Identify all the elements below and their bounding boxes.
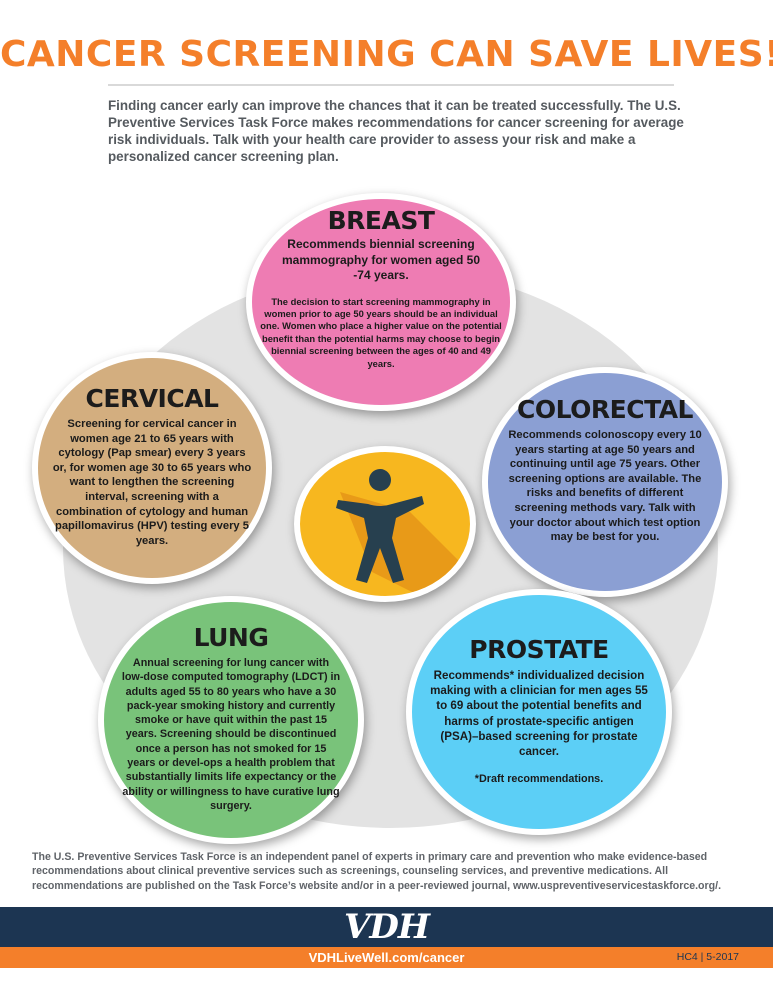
- cervical-recommendation: Screening for cervical cancer in women a…: [52, 418, 252, 547]
- footer-url-bar: [0, 947, 773, 968]
- prostate-recommendation: Recommends* individualized decision maki…: [430, 669, 648, 759]
- title-divider: [108, 84, 674, 86]
- footer-url-link[interactable]: VDHLiveWell.com/cancer: [308, 950, 465, 965]
- lung-circle: LUNG Annual screening for lung cancer wi…: [98, 596, 364, 844]
- lung-recommendation: Annual screening for lung cancer with lo…: [121, 657, 341, 812]
- prostate-circle: PROSTATE Recommends* individualized deci…: [406, 589, 672, 835]
- breast-detail: The decision to start screening mammogra…: [260, 295, 502, 369]
- person-figure-icon: [336, 469, 470, 596]
- prostate-draft-note: *Draft recommendations.: [474, 773, 604, 786]
- colorectal-recommendation: Recommends colonoscopy every 10 years st…: [508, 429, 702, 544]
- vdh-logo: VDH: [344, 907, 430, 947]
- lung-heading: LUNG: [193, 623, 269, 652]
- breast-recommendation: Recommends biennial screening mammograph…: [281, 237, 481, 282]
- cervical-circle: CERVICAL Screening for cervical cancer i…: [32, 352, 272, 584]
- breast-circle: BREAST Recommends biennial screening mam…: [246, 193, 516, 411]
- document-code: HC4 | 5-2017: [676, 951, 739, 963]
- page-title: CANCER SCREENING CAN SAVE LIVES!: [0, 34, 773, 75]
- colorectal-circle: COLORECTAL Recommends colonoscopy every …: [482, 367, 728, 597]
- task-force-footnote: The U.S. Preventive Services Task Force …: [32, 851, 722, 892]
- center-circle: [294, 446, 476, 602]
- cervical-heading: CERVICAL: [85, 384, 219, 413]
- breast-heading: BREAST: [327, 206, 435, 235]
- colorectal-heading: COLORECTAL: [517, 395, 693, 424]
- footer-bar: [0, 907, 773, 947]
- prostate-heading: PROSTATE: [469, 635, 609, 664]
- intro-paragraph: Finding cancer early can improve the cha…: [108, 98, 684, 164]
